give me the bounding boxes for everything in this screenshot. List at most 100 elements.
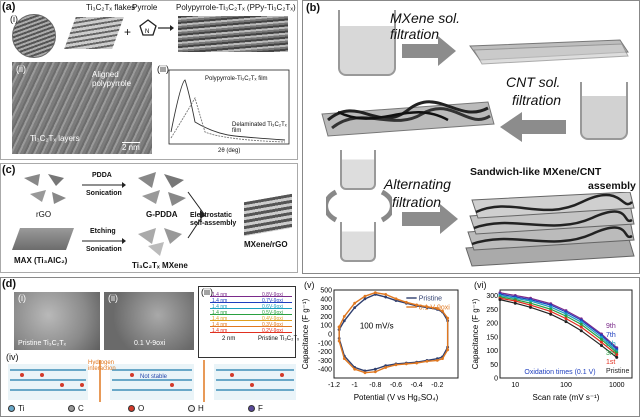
panel-a-ii-label: (ii) — [14, 64, 28, 74]
svg-text:N: N — [145, 29, 149, 35]
rate-legend-label: 9th — [606, 323, 616, 330]
rate-data-point — [600, 341, 603, 344]
atom-legend-item: F — [248, 404, 263, 413]
assembly-arrows — [186, 186, 208, 246]
xrd-legend-ppy: Polypyrrole-Ti₃C₂Tₓ film — [205, 76, 268, 82]
cv-data-point — [343, 315, 346, 318]
sonication1-label: Sonication — [86, 190, 122, 197]
rate-data-point — [514, 302, 517, 305]
step1-line1: MXene sol. — [390, 10, 460, 26]
panel-a-label: (a) — [2, 1, 15, 13]
cv-ytick: 0 — [328, 332, 332, 339]
cnt-beaker — [580, 82, 628, 140]
cv-data-point — [395, 363, 398, 366]
atom-legend: TiCOHF — [4, 404, 298, 416]
cv-ytick: 200 — [320, 314, 332, 321]
panel-d-label: (d) — [2, 278, 16, 290]
result-line2: assembly — [588, 180, 636, 192]
cv-ytick: -100 — [318, 340, 332, 347]
etching-arrow — [82, 238, 126, 244]
rate-legend-label: 5th — [606, 341, 616, 348]
mxene-layer-zoom-circle — [12, 14, 56, 58]
alternating-beaker-bottom — [340, 222, 376, 262]
cv-annotation: 100 mV/s — [360, 322, 394, 331]
cv-data-point — [446, 317, 449, 320]
rgo-sheets — [20, 170, 70, 210]
rate-data-point — [565, 320, 568, 323]
cv-data-point — [446, 348, 449, 351]
rate-data-point — [529, 306, 532, 309]
cv-legend-label: Pristine — [419, 296, 442, 303]
rate-data-point — [600, 338, 603, 341]
cv-ytick: -300 — [318, 358, 332, 365]
pdda-label: PDDA — [92, 172, 112, 179]
mxene-flakes-c — [134, 224, 190, 260]
step2-line1: CNT sol. — [506, 74, 560, 90]
atom-legend-item: Ti — [8, 404, 24, 413]
mxene-sheets-filtered — [460, 36, 630, 66]
cv-data-point — [374, 291, 377, 294]
cv-data-point — [343, 357, 346, 360]
xrd-row-spacing: 1.4 nm — [212, 328, 227, 334]
pyrrole-label: Pyrrole — [132, 3, 157, 12]
cv-ytick: 500 — [320, 288, 332, 295]
alternating-cycle-arrows — [326, 186, 392, 226]
rate-xlabel: Scan rate (mV s⁻¹) — [533, 393, 600, 402]
cv-data-point — [374, 370, 377, 373]
rate-xtick: 10 — [511, 382, 519, 389]
rate-ylabel: Capacitance (F g⁻¹) — [471, 298, 480, 369]
xrd-peak-label: 2 nm — [222, 336, 235, 342]
rate-legend-label: 3rd — [606, 350, 616, 357]
pdda-arrow — [82, 182, 126, 188]
cv-data-point — [364, 371, 367, 374]
cv-ytick: 300 — [320, 305, 332, 312]
sandwich-assembly — [462, 192, 638, 270]
panel-d-i-label: (i) — [16, 293, 28, 303]
xrd-legend-delaminated: Delaminated Ti₃C₂Tₓ film — [232, 122, 292, 134]
rate-data-point — [499, 298, 502, 301]
g-pdda-sheets — [134, 170, 190, 210]
rate-data-point — [580, 329, 583, 332]
rate-xtick: 1000 — [609, 382, 625, 389]
cnt-network-on-mxene — [318, 84, 498, 142]
cv-data-point — [338, 340, 341, 343]
step2-arrow — [500, 112, 566, 142]
cv-xtick: -1.2 — [328, 382, 340, 389]
cv-legend-label: 0.1 V-9oxi — [419, 305, 451, 312]
cv-ytick: 400 — [320, 296, 332, 303]
mxene-beaker — [338, 10, 396, 76]
rate-annotation: Oxidation times (0.1 V) — [524, 369, 595, 376]
aligned-ppy-label: Aligned polypyrrole — [92, 70, 150, 88]
plus-sign: + — [124, 25, 131, 39]
atom-dot-icon — [128, 405, 135, 412]
rate-ytick: 0 — [494, 376, 498, 383]
atomic-structures — [2, 356, 298, 406]
hydrogen-interaction-label: Hydrogen interaction — [88, 360, 108, 372]
step3-line1: Alternating — [384, 176, 451, 192]
panel-c-label: (c) — [2, 164, 15, 176]
result-line1: Sandwich-like MXene/CNT — [470, 166, 601, 178]
cv-xtick: -1 — [352, 382, 358, 389]
atom-legend-item: H — [188, 404, 204, 413]
atom-dot-icon — [248, 405, 255, 412]
xrd-pristine-label: Pristine Ti₃C₂Tₓ — [258, 336, 299, 342]
cv-data-point — [405, 301, 408, 304]
cv-data-point — [353, 306, 356, 309]
cv-data-point — [364, 297, 367, 300]
rate-data-point — [549, 313, 552, 316]
atom-legend-item: O — [128, 404, 144, 413]
xrd-a-xlabel: 2θ (deg) — [218, 148, 240, 154]
cv-ytick: -400 — [318, 367, 332, 374]
reaction-arrow — [158, 24, 174, 32]
gpdda-label: G-PDDA — [146, 210, 178, 219]
pyrrole-molecule-icon: N — [138, 18, 158, 38]
panel-b-label: (b) — [306, 2, 320, 14]
sonication2-label: Sonication — [86, 246, 122, 253]
rate-data-point — [549, 310, 552, 313]
cv-xtick: -0.4 — [411, 382, 423, 389]
mxene-rgo-label: MXene/rGO — [244, 240, 288, 249]
tem-pristine-caption: Pristine Ti₃C₂Tₓ — [18, 340, 66, 347]
ppy-mxene-stack — [178, 16, 288, 52]
layers-label: Ti₃C₂Tₓ layers — [30, 134, 80, 143]
atom-dot-icon — [8, 405, 15, 412]
